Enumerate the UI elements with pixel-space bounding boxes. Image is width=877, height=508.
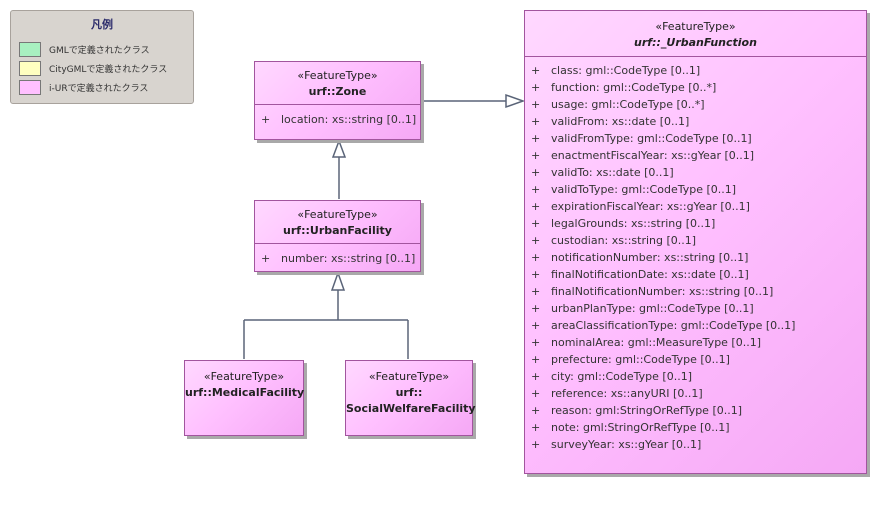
class-medical-facility[interactable]: «FeatureType» urf::MedicalFacility xyxy=(184,360,304,436)
urban-function-attribute: +usage: gml::CodeType [0..*] xyxy=(531,98,705,111)
urban-function-attribute: +urbanPlanType: gml::CodeType [0..1] xyxy=(531,302,754,315)
urban-facility-name: urf::UrbanFacility xyxy=(283,224,392,237)
class-urban-function[interactable]: «FeatureType» urf::_UrbanFunction +class… xyxy=(524,10,867,474)
zone-name: urf::Zone xyxy=(308,85,367,98)
urban-function-attribute: +validFromType: gml::CodeType [0..1] xyxy=(531,132,752,145)
medical-facility-name: urf::MedicalFacility xyxy=(185,386,305,399)
legend-swatch-gml xyxy=(19,41,41,57)
legend-item-citygml: CityGMLで定義されたクラス xyxy=(19,60,167,76)
urban-function-attribute: +custodian: xs::string [0..1] xyxy=(531,234,697,247)
urban-function-attribute: +finalNotificationNumber: xs::string [0.… xyxy=(531,285,774,298)
urban-function-attribute: +reference: xs::anyURI [0..1] xyxy=(531,387,703,400)
class-social-welfare-facility[interactable]: «FeatureType» urf:: SocialWelfareFacilit… xyxy=(345,360,476,436)
social-welfare-facility-name-line2: SocialWelfareFacility xyxy=(346,402,476,415)
urban-function-attribute: +validFrom: xs::date [0..1] xyxy=(531,115,690,128)
legend-swatch-iur xyxy=(19,79,41,95)
legend-item-gml: GMLで定義されたクラス xyxy=(19,41,150,57)
zone-stereotype: «FeatureType» xyxy=(297,69,378,82)
social-welfare-facility-name-line1: urf:: xyxy=(395,386,423,399)
urban-facility-stereotype: «FeatureType» xyxy=(297,208,378,221)
urban-function-name: urf::_UrbanFunction xyxy=(634,36,757,49)
urban-function-attribute: +expirationFiscalYear: xs::gYear [0..1] xyxy=(531,200,750,213)
legend-label-iur: i-URで定義されたクラス xyxy=(49,83,149,94)
urban-function-attribute: +legalGrounds: xs::string [0..1] xyxy=(531,217,716,230)
legend-label-gml: GMLで定義されたクラス xyxy=(49,45,150,56)
class-zone[interactable]: «FeatureType» urf::Zone + location: xs::… xyxy=(254,61,421,140)
zone-attribute: + location: xs::string [0..1] xyxy=(261,113,417,126)
urban-function-attribute: +validTo: xs::date [0..1] xyxy=(531,166,674,179)
urban-function-attribute: +city: gml::CodeType [0..1] xyxy=(531,370,692,383)
urban-function-attribute: +surveyYear: xs::gYear [0..1] xyxy=(531,438,702,451)
urban-function-attribute: +function: gml::CodeType [0..*] xyxy=(531,81,717,94)
legend-label-citygml: CityGMLで定義されたクラス xyxy=(49,64,168,75)
urban-function-attribute: +note: gml:StringOrRefType [0..1] xyxy=(531,421,730,434)
urban-function-attribute: +nominalArea: gml::MeasureType [0..1] xyxy=(531,336,762,349)
urban-function-attribute: +notificationNumber: xs::string [0..1] xyxy=(531,251,749,264)
legend-panel: 凡例 GMLで定義されたクラス CityGMLで定義されたクラス i-URで定義… xyxy=(10,10,194,104)
medical-facility-stereotype: «FeatureType» xyxy=(203,370,285,383)
urban-function-attribute: +enactmentFiscalYear: xs::gYear [0..1] xyxy=(531,149,755,162)
urban-function-attribute: +reason: gml:StringOrRefType [0..1] xyxy=(531,404,743,417)
urban-function-attribute: +finalNotificationDate: xs::date [0..1] xyxy=(531,268,749,281)
urban-function-attribute-list: +class: gml::CodeType [0..1]+function: g… xyxy=(525,56,866,453)
urban-facility-attribute: + number: xs::string [0..1] xyxy=(261,252,416,265)
class-urban-facility[interactable]: «FeatureType» urf::UrbanFacility + numbe… xyxy=(254,200,421,272)
zone-arrowhead xyxy=(331,138,347,158)
legend-item-iur: i-URで定義されたクラス xyxy=(19,79,148,95)
urban-function-attribute: +prefecture: gml::CodeType [0..1] xyxy=(531,353,730,366)
legend-swatch-citygml xyxy=(19,60,41,76)
legend-title: 凡例 xyxy=(91,18,113,31)
urban-function-attribute: +validToType: gml::CodeType [0..1] xyxy=(531,183,737,196)
urbanfunction-arrowhead xyxy=(505,93,526,109)
social-welfare-facility-stereotype: «FeatureType» xyxy=(368,370,450,383)
urban-function-attribute: +areaClassificationType: gml::CodeType [… xyxy=(531,319,796,332)
urban-function-stereotype: «FeatureType» xyxy=(655,20,736,33)
urbanfacility-arrowhead xyxy=(330,270,346,291)
urban-function-attribute: +class: gml::CodeType [0..1] xyxy=(531,64,701,77)
